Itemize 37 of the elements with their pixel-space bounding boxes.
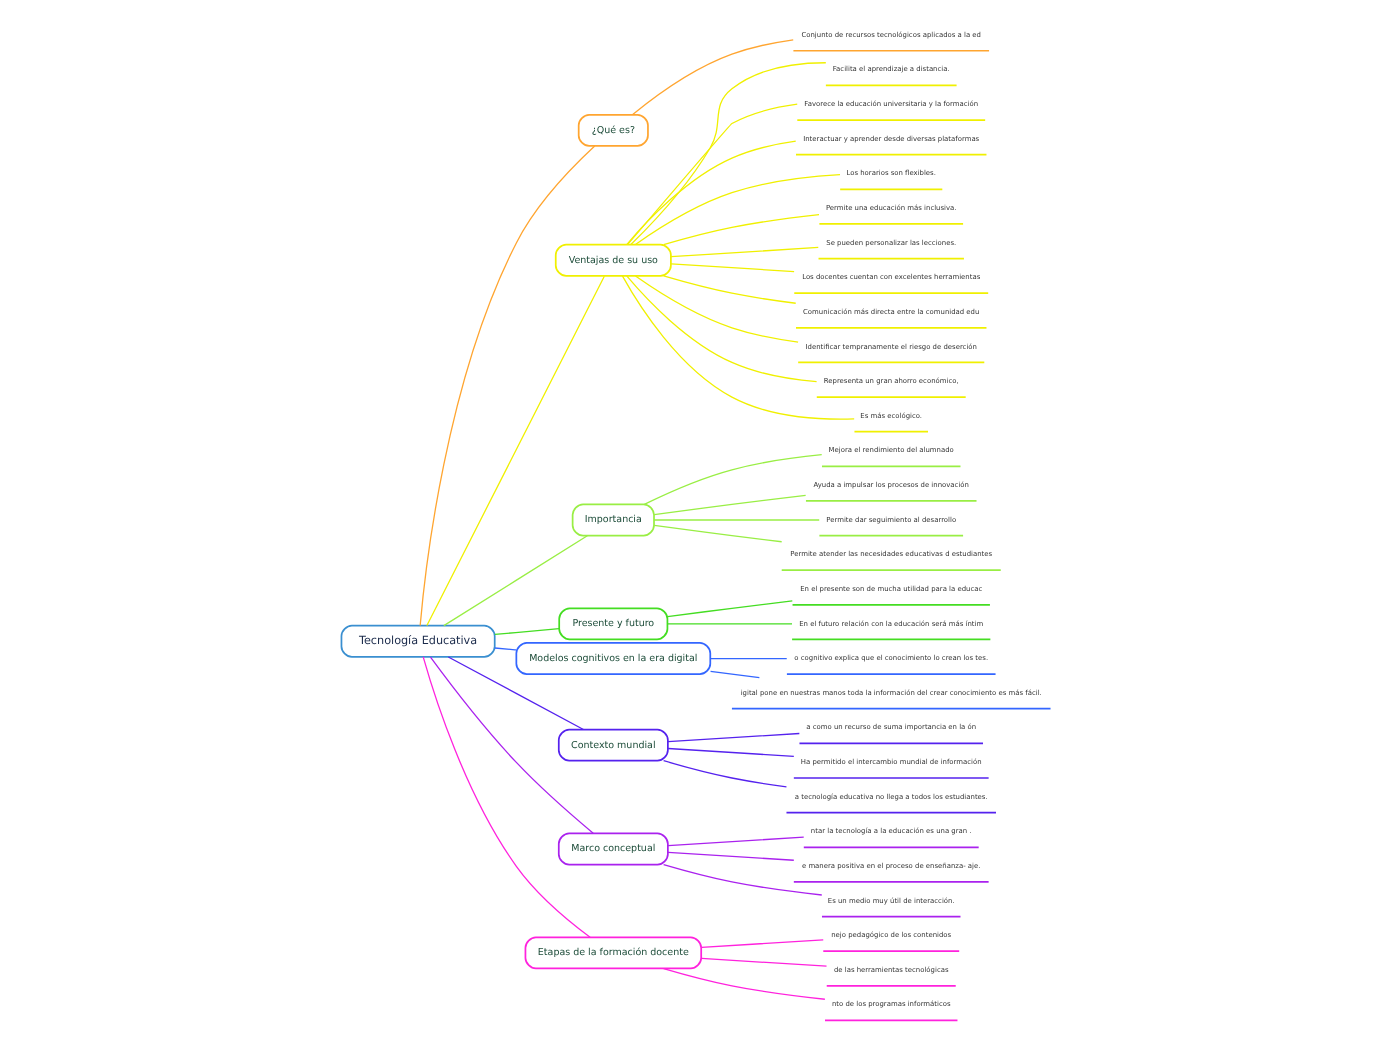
connector [666, 600, 793, 618]
connector [494, 647, 517, 651]
connector [709, 670, 760, 679]
connector [700, 957, 828, 967]
connector [709, 657, 788, 660]
connector [667, 732, 800, 743]
connector [621, 275, 855, 420]
connector [422, 656, 591, 938]
connector [643, 454, 823, 505]
connector [667, 836, 805, 847]
connector [653, 524, 783, 543]
connector [666, 623, 793, 625]
connector [626, 140, 797, 246]
connector [662, 863, 823, 896]
connector [670, 263, 795, 273]
connector [426, 275, 605, 627]
connector [634, 173, 841, 246]
connector [662, 967, 826, 1000]
connector [662, 760, 788, 788]
connector [632, 39, 794, 116]
connector [670, 246, 819, 258]
connector [429, 656, 594, 834]
connector [662, 275, 797, 304]
connector [626, 275, 818, 383]
connector [653, 519, 820, 521]
connector [667, 851, 795, 861]
connector [419, 145, 596, 627]
connector [447, 656, 585, 731]
connector [700, 939, 824, 949]
connector [634, 275, 799, 343]
connector [630, 62, 827, 246]
connector [494, 628, 560, 636]
connector [653, 494, 807, 516]
connector [443, 535, 588, 627]
connector [627, 103, 798, 246]
connector [667, 747, 795, 757]
connector [662, 213, 820, 246]
